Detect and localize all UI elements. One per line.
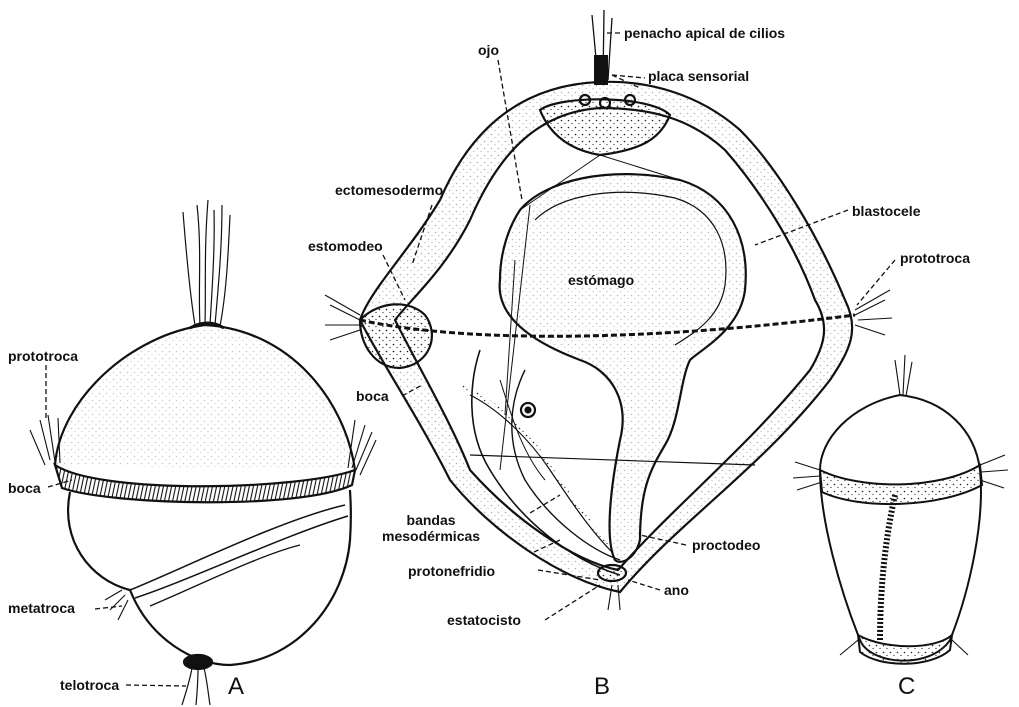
panel-label-c: C — [898, 673, 915, 701]
label-protonefridio: protonefridio — [408, 563, 495, 579]
label-prototroca-a: prototroca — [8, 348, 78, 364]
oral-mass — [360, 304, 432, 368]
label-estomago: estómago — [568, 272, 634, 288]
label-ano: ano — [664, 582, 689, 598]
larva-c — [793, 355, 1008, 664]
label-prototroca-b: prototroca — [900, 250, 970, 266]
label-bandas-mesodermicas: bandas mesodérmicas — [382, 512, 480, 544]
apical-tuft-a — [183, 200, 230, 326]
larva-a — [30, 200, 376, 705]
label-blastocele: blastocele — [852, 203, 920, 219]
label-metatroca-a: metatroca — [8, 600, 75, 616]
label-boca-b: boca — [356, 388, 389, 404]
body-c — [820, 395, 981, 661]
label-estatocisto: estatocisto — [447, 612, 521, 628]
label-telotroca-a: telotroca — [60, 677, 119, 693]
statocyst — [598, 565, 626, 581]
prototroch-band-c — [820, 465, 982, 504]
prototroch-band-a — [55, 465, 355, 502]
label-boca-a: boca — [8, 480, 41, 496]
label-penacho: penacho apical de cilios — [624, 25, 785, 41]
label-estomodeo: estomodeo — [308, 238, 383, 254]
panel-label-a: A — [228, 673, 244, 701]
label-proctodeo: proctodeo — [692, 537, 760, 553]
telotroch-band-c — [858, 635, 952, 664]
label-ojo: ojo — [478, 42, 499, 58]
panel-label-b: B — [594, 673, 610, 701]
telotroch-knob-a — [184, 655, 212, 669]
label-ectomesodermo: ectomesodermo — [335, 182, 443, 198]
label-placa: placa sensorial — [648, 68, 749, 84]
episphere-a — [55, 325, 355, 470]
